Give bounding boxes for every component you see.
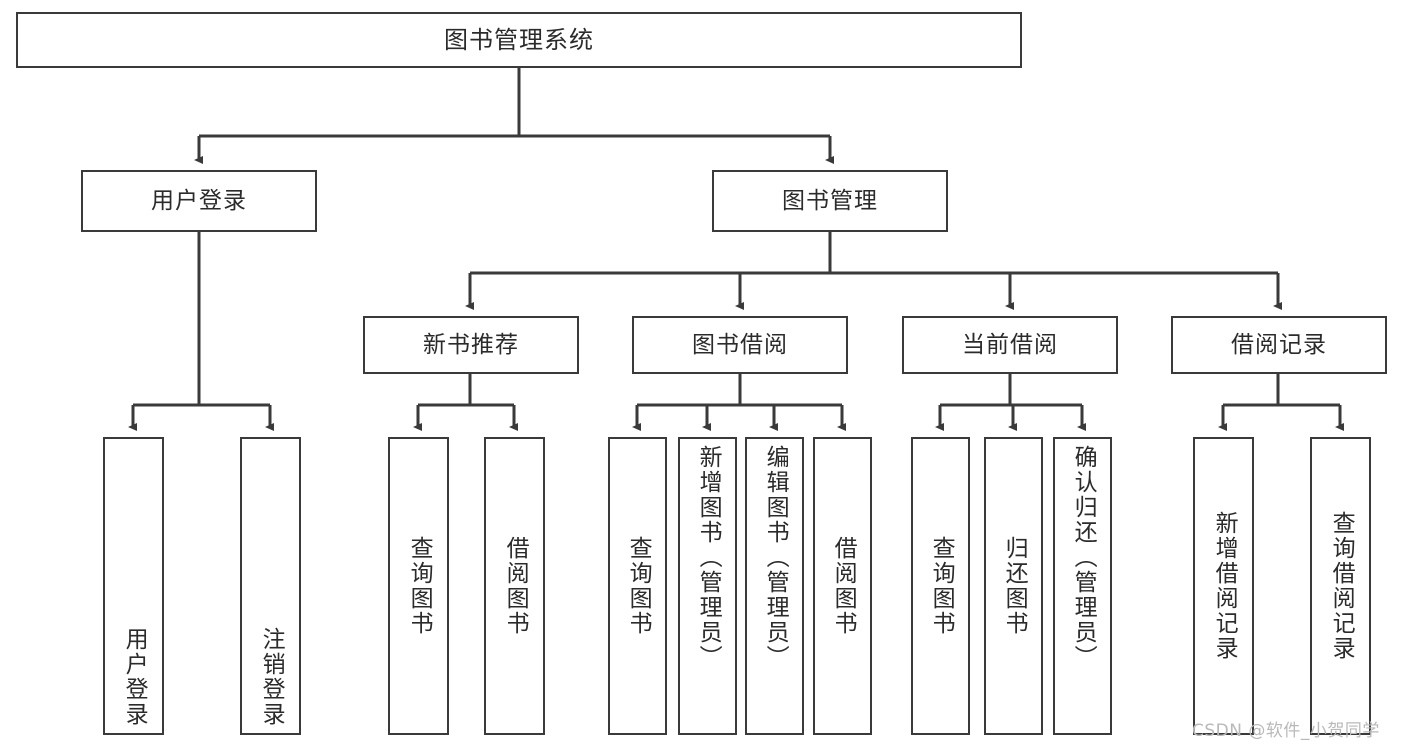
- node-label: 新书推荐: [423, 331, 519, 358]
- node-leaf-confirm-return-admin[interactable]: 确认归还（管理员）: [1053, 437, 1112, 735]
- node-label: 用户登录: [121, 627, 148, 727]
- node-label: 归还图书: [1001, 536, 1028, 636]
- node-label: 图书管理系统: [444, 26, 594, 54]
- node-label: 借阅图书: [830, 536, 857, 636]
- node-label: 当前借阅: [962, 331, 1058, 358]
- node-book-borrow[interactable]: 图书借阅: [632, 316, 848, 374]
- node-leaf-borrow-book[interactable]: 借阅图书: [813, 437, 872, 735]
- node-label: 用户登录: [151, 187, 247, 214]
- node-label: 确认归还（管理员）: [1070, 445, 1097, 670]
- node-label: 查询图书: [928, 536, 955, 636]
- node-book-management[interactable]: 图书管理: [712, 170, 948, 232]
- node-leaf-logout-login[interactable]: 注销登录: [240, 437, 301, 735]
- node-label: 新增借阅记录: [1211, 511, 1238, 661]
- node-label: 编辑图书（管理员）: [762, 445, 789, 670]
- node-label: 图书借阅: [692, 331, 788, 358]
- node-leaf-return-book[interactable]: 归还图书: [984, 437, 1043, 735]
- node-leaf-query-book-borrow[interactable]: 查询图书: [608, 437, 667, 735]
- node-leaf-query-book-current[interactable]: 查询图书: [911, 437, 970, 735]
- node-new-book-recommend[interactable]: 新书推荐: [363, 316, 579, 374]
- node-label: 图书管理: [782, 187, 878, 214]
- node-root-system[interactable]: 图书管理系统: [16, 12, 1022, 68]
- csdn-watermark: CSDN @软件_小贺同学: [1192, 721, 1380, 741]
- node-label: 注销登录: [258, 627, 285, 727]
- node-leaf-borrow-book-recommend[interactable]: 借阅图书: [484, 437, 545, 735]
- node-leaf-add-borrow-record[interactable]: 新增借阅记录: [1193, 437, 1254, 735]
- node-leaf-user-login[interactable]: 用户登录: [103, 437, 164, 735]
- node-label: 查询借阅记录: [1328, 511, 1355, 661]
- node-label: 查询图书: [625, 536, 652, 636]
- node-leaf-edit-book-admin[interactable]: 编辑图书（管理员）: [745, 437, 804, 735]
- node-leaf-query-borrow-record[interactable]: 查询借阅记录: [1310, 437, 1371, 735]
- node-user-login[interactable]: 用户登录: [81, 170, 317, 232]
- node-label: 借阅图书: [502, 536, 529, 636]
- node-label: 借阅记录: [1231, 331, 1327, 358]
- node-leaf-query-book-recommend[interactable]: 查询图书: [388, 437, 449, 735]
- node-label: 查询图书: [406, 536, 433, 636]
- node-leaf-add-book-admin[interactable]: 新增图书（管理员）: [678, 437, 737, 735]
- node-label: 新增图书（管理员）: [695, 445, 722, 670]
- node-current-borrow[interactable]: 当前借阅: [902, 316, 1118, 374]
- node-borrow-record[interactable]: 借阅记录: [1171, 316, 1387, 374]
